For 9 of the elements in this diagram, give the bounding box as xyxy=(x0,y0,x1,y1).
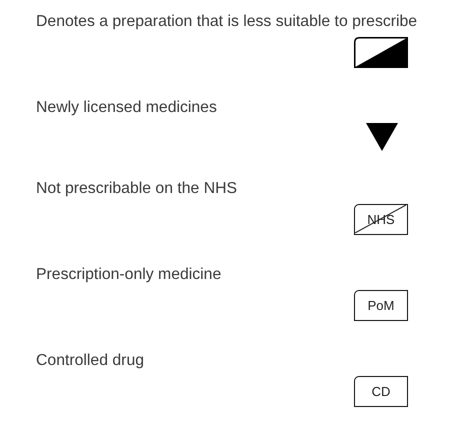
symbol-description: Newly licensed medicines xyxy=(36,98,217,118)
down-triangle-icon xyxy=(366,123,398,151)
symbol-description: Prescription-only medicine xyxy=(36,265,222,285)
symbol-description: Denotes a preparation that is less suitable to prescribe xyxy=(36,12,418,32)
abbreviation-symbol: PoM xyxy=(354,290,408,321)
symbol-description: Controlled drug xyxy=(36,351,144,371)
symbol-description: Not prescribable on the NHS xyxy=(36,179,238,199)
half-shaded-square-icon xyxy=(354,37,408,68)
abbreviation-symbol: CD xyxy=(354,376,408,407)
